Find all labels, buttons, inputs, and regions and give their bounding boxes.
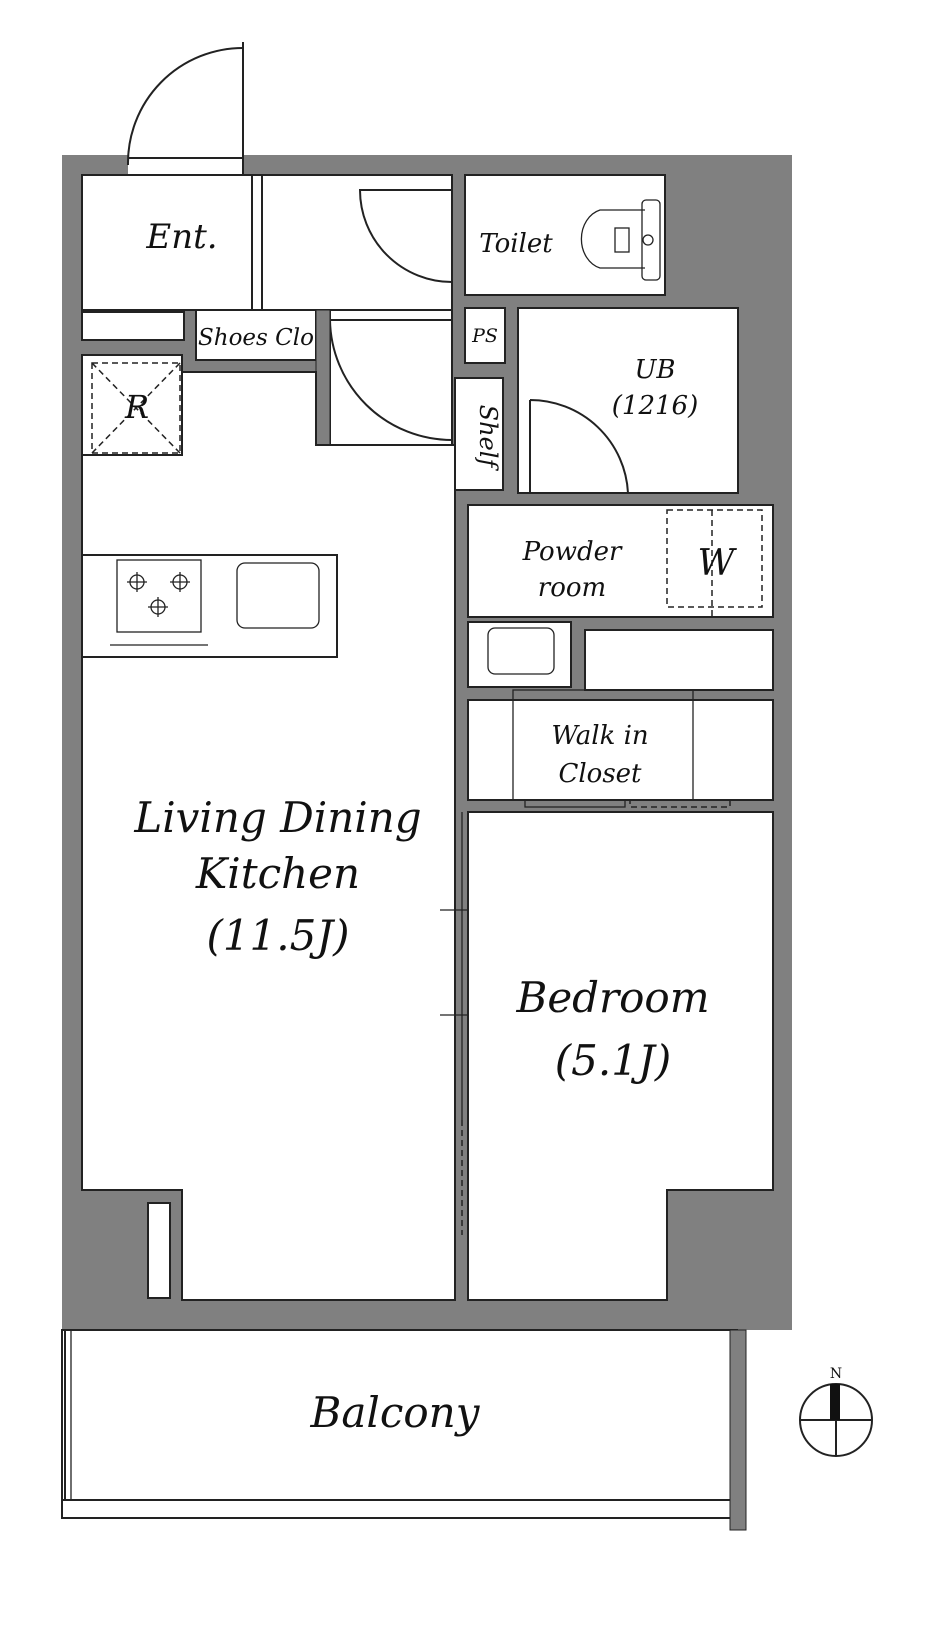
entrance-label: Ent.	[145, 217, 217, 257]
walk-in-closet-label-1: Walk in	[551, 721, 648, 751]
walk-in-closet-label-2: Closet	[558, 759, 642, 789]
shoes-closet	[195, 309, 317, 361]
kitchen-counter	[81, 554, 338, 658]
balcony-area	[61, 1329, 747, 1531]
walk-in-closet	[467, 699, 774, 801]
toilet-bowl-icon	[580, 199, 661, 281]
balcony-label: Balcony	[310, 1388, 481, 1437]
bedroom-size: (5.1J)	[555, 1036, 671, 1085]
unit-bath	[517, 307, 739, 494]
hall	[251, 174, 453, 311]
ldk-label-2: Kitchen	[195, 849, 360, 898]
entrance-step	[81, 311, 185, 341]
washer-space	[666, 509, 763, 608]
shelf-label: Shelf	[474, 405, 502, 472]
pipe-space	[464, 307, 506, 364]
ldk-size: (11.5J)	[206, 911, 349, 960]
compass-icon	[799, 1383, 873, 1457]
shoes-closet-label: Shoes Clo	[198, 325, 314, 351]
powder-room-label-1: Powder	[522, 537, 623, 567]
unit-bath-size: (1216)	[612, 391, 698, 421]
stove-burner-icon	[127, 572, 190, 617]
bedroom-room	[467, 811, 774, 1301]
ldk-label-1: Living Dining	[133, 793, 421, 842]
shelf	[454, 377, 504, 491]
powder-room-label-2: room	[538, 573, 606, 603]
ldk-window-frame	[147, 1202, 171, 1299]
washer-label: W	[697, 543, 737, 584]
entrance-door	[126, 42, 244, 175]
powder-room	[467, 504, 774, 618]
unit-bath-label: UB	[634, 355, 675, 385]
refrigerator-label: R	[124, 388, 149, 426]
wash-basin	[467, 621, 572, 688]
bedroom-label: Bedroom	[515, 973, 709, 1022]
ps-label: PS	[471, 325, 498, 347]
compass-north-label: N	[830, 1366, 842, 1382]
toilet-label: Toilet	[479, 229, 553, 259]
toilet	[464, 174, 666, 296]
